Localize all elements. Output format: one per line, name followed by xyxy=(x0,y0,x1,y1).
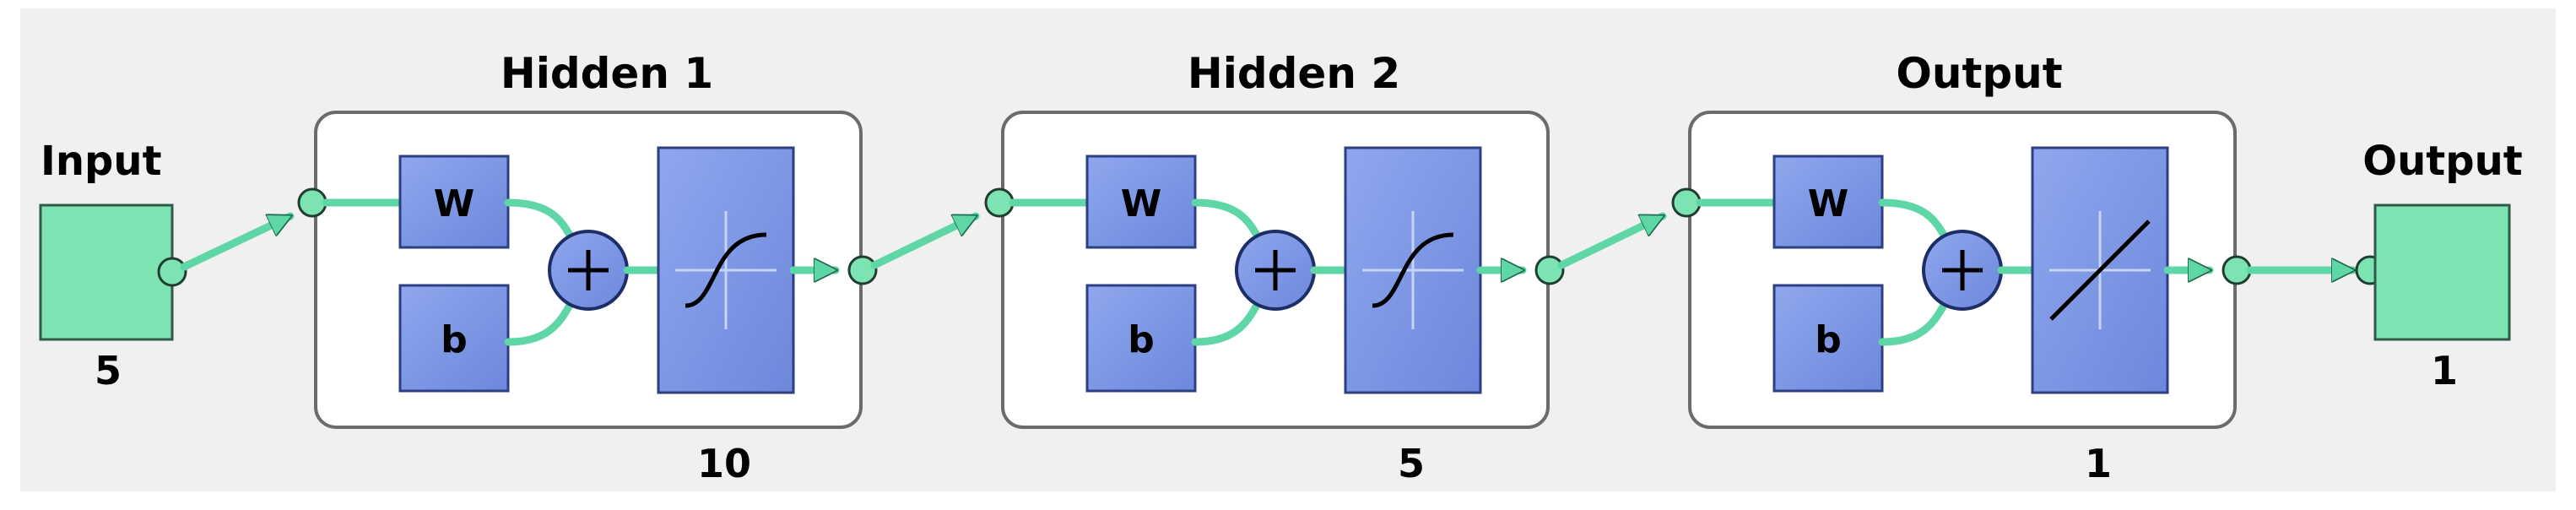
bias-block xyxy=(1772,284,1884,393)
layer-input-port xyxy=(297,187,327,218)
bias-block xyxy=(1085,284,1197,393)
input-block xyxy=(39,203,174,341)
input-size: 5 xyxy=(95,348,122,393)
plus-icon xyxy=(1255,250,1296,290)
weight-block xyxy=(398,155,510,249)
output-block xyxy=(2373,203,2511,341)
layer-title: Hidden 1 xyxy=(501,49,713,98)
layer-title: Hidden 2 xyxy=(1188,49,1400,98)
layer-hidden-2: Hidden 2 W b 5 xyxy=(984,49,1565,486)
layer-input-port xyxy=(1671,187,1702,218)
transfer-axes xyxy=(1362,211,1464,329)
plus-icon xyxy=(1942,250,1983,290)
bias-block xyxy=(398,284,510,393)
output-size: 1 xyxy=(2431,348,2458,393)
transfer-axes xyxy=(675,211,777,329)
bias-label: b xyxy=(1815,318,1842,361)
layer-output-port xyxy=(2222,255,2252,285)
input-port xyxy=(157,257,187,287)
plus-icon xyxy=(568,250,609,290)
layer-size: 10 xyxy=(697,441,751,486)
weight-label: W xyxy=(434,182,475,225)
weight-label: W xyxy=(1808,182,1849,225)
layer-output: Output W b 1 xyxy=(1671,49,2252,486)
connection-hidden1-hidden2 xyxy=(870,212,980,269)
weight-block xyxy=(1772,155,1884,249)
layer-output-port xyxy=(847,255,878,285)
layer-output-port xyxy=(1534,255,1565,285)
sigmoid-icon xyxy=(685,232,767,308)
layer-hidden-1: Hidden 1 W b 10 xyxy=(297,49,878,486)
connection-hidden2-output xyxy=(1557,212,1667,269)
weight-label: W xyxy=(1121,182,1162,225)
layer-size: 5 xyxy=(1398,441,1425,486)
weight-block xyxy=(1085,155,1197,249)
bias-label: b xyxy=(441,318,468,361)
connection-input-hidden1 xyxy=(180,212,295,271)
layer-size: 1 xyxy=(2085,441,2112,486)
input-label: Input xyxy=(41,138,162,185)
layer-title: Output xyxy=(1896,49,2062,98)
sigmoid-icon xyxy=(1372,232,1454,308)
bias-label: b xyxy=(1128,318,1155,361)
linear-icon xyxy=(2049,220,2151,321)
output-label: Output xyxy=(2362,138,2522,185)
layer-input-port xyxy=(984,187,1015,218)
